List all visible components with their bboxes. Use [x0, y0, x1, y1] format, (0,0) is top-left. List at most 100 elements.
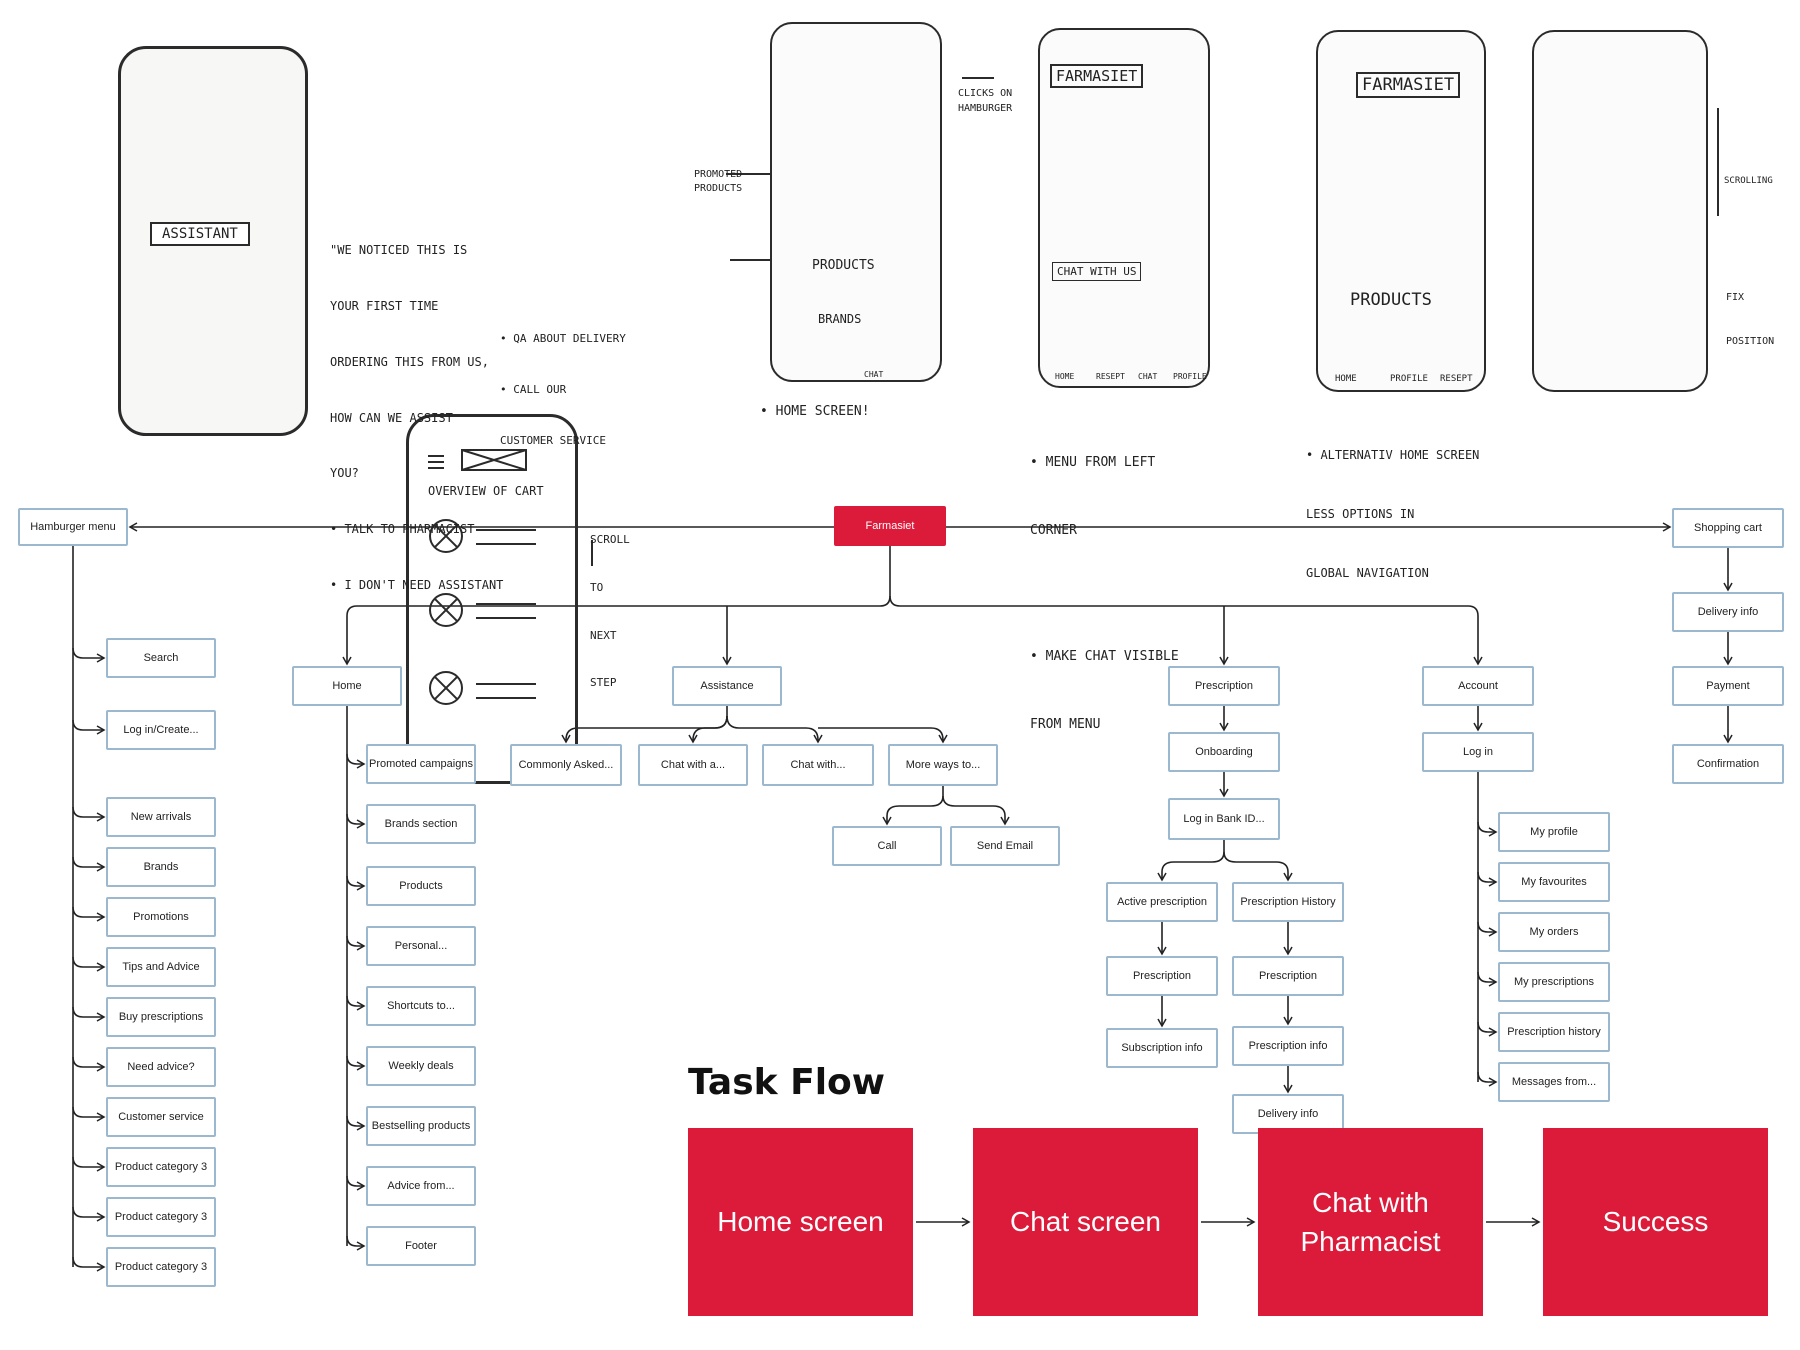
hamburger-item[interactable]: Product category 3 [106, 1197, 216, 1237]
active-prescription-item[interactable]: Subscription info [1106, 1028, 1218, 1068]
connector-assist-faq [561, 706, 728, 744]
connector-home-branch [346, 875, 366, 891]
root-node[interactable]: Farmasiet [834, 506, 946, 546]
account-item[interactable]: Messages from... [1498, 1062, 1610, 1102]
account-item[interactable]: My profile [1498, 812, 1610, 852]
home-products-label: PRODUCTS [812, 258, 875, 273]
text-line [476, 683, 536, 699]
hamburger-item[interactable]: Need advice? [106, 1047, 216, 1087]
active-prescription-item[interactable]: Active prescription [1106, 882, 1218, 922]
connector-root-account [889, 595, 1483, 666]
connector-home-branch [346, 1115, 366, 1131]
home-item[interactable]: Weekly deals [366, 1046, 476, 1086]
menu-title: FARMASIET [1050, 64, 1144, 88]
alt-nav-home: HOME [1335, 374, 1357, 384]
home-item[interactable]: Promoted campaigns [366, 744, 476, 784]
cart-scroll-note: SCROLL TO NEXT STEP [590, 532, 630, 690]
connector-assist-chat1 [688, 715, 728, 744]
hamburger-item[interactable]: Promotions [106, 897, 216, 937]
task-step-chat-with-pharmacist[interactable]: Chat with Pharmacist [1258, 1128, 1483, 1316]
hamburger-item[interactable]: Log in/Create... [106, 710, 216, 750]
hamburger-item[interactable]: Brands [106, 847, 216, 887]
assistance-node[interactable]: Assistance [672, 666, 782, 706]
connector-home-branch [346, 995, 366, 1011]
home-item[interactable]: Brands section [366, 804, 476, 844]
hamburger-menu-node[interactable]: Hamburger menu [18, 508, 128, 546]
menu-nav-profile: PROFILE [1173, 372, 1207, 381]
assistance-item[interactable]: Commonly Asked... [510, 744, 622, 786]
prescription-history-item[interactable]: Prescription History [1232, 882, 1344, 922]
shopping-cart-node[interactable]: Shopping cart [1672, 508, 1784, 548]
connector-hamburger-branch [72, 906, 106, 922]
menu-nav-resept: RESEPT [1096, 372, 1125, 381]
cart-title: OVERVIEW OF CART [428, 484, 544, 498]
hamburger-item[interactable]: Buy prescriptions [106, 997, 216, 1037]
connector-home-branch [346, 1055, 366, 1071]
connector-root-home [342, 546, 891, 666]
connector-assist-more [818, 727, 948, 744]
home-node[interactable]: Home [292, 666, 402, 706]
task-step-home-screen[interactable]: Home screen [688, 1128, 913, 1316]
connector-hamburger-branch [72, 1206, 106, 1222]
menu-caption: • MENU FROM LEFT CORNER • MAKE CHAT VISI… [1030, 454, 1179, 732]
connector-assist-chat2 [726, 715, 823, 744]
account-login-node[interactable]: Log in [1422, 732, 1534, 772]
home-caption: • HOME SCREEN! [760, 404, 870, 419]
prescription-history-item[interactable]: Prescription info [1232, 1026, 1344, 1066]
assistant-label: ASSISTANT [150, 222, 250, 246]
connector-rx-active [1157, 840, 1225, 882]
account-item[interactable]: My prescriptions [1498, 962, 1610, 1002]
image-placeholder-icon [429, 519, 464, 553]
logo-placeholder-icon [461, 449, 527, 471]
hamburger-item[interactable]: Search [106, 638, 216, 678]
image-placeholder-icon [429, 671, 464, 705]
assistance-item[interactable]: Chat with a... [638, 744, 748, 786]
cart-item[interactable]: Delivery info [1672, 592, 1784, 632]
hamburger-item[interactable]: Tips and Advice [106, 947, 216, 987]
connector-hamburger-branch [72, 1006, 106, 1022]
active-prescription-item[interactable]: Prescription [1106, 956, 1218, 996]
home-item[interactable]: Personal... [366, 926, 476, 966]
assistance-item[interactable]: Chat with... [762, 744, 874, 786]
connector-hamburger-branch [72, 1106, 106, 1122]
menu-nav-chat: CHAT [1138, 372, 1158, 381]
account-item[interactable]: My favourites [1498, 862, 1610, 902]
hamburger-item[interactable]: New arrivals [106, 797, 216, 837]
text-line [476, 529, 536, 545]
connector-account-branch [1477, 1021, 1498, 1037]
connector-home-branch [346, 813, 366, 829]
hamburger-item[interactable]: Product category 3 [106, 1247, 216, 1287]
cart-item[interactable]: Confirmation [1672, 744, 1784, 784]
promoted-products-note: PROMOTED PRODUCTS [694, 169, 743, 194]
hamburger-icon [428, 455, 444, 469]
scroll-note: SCROLLING [1724, 176, 1773, 186]
prescription-history-item[interactable]: Prescription [1232, 956, 1344, 996]
hamburger-item[interactable]: Product category 3 [106, 1147, 216, 1187]
task-step-success[interactable]: Success [1543, 1128, 1768, 1316]
more-ways-item[interactable]: Call [832, 826, 942, 866]
account-item[interactable]: My orders [1498, 912, 1610, 952]
home-item[interactable]: Products [366, 866, 476, 906]
home-item[interactable]: Footer [366, 1226, 476, 1266]
assistance-item[interactable]: More ways to... [888, 744, 998, 786]
connector-hamburger-branch [72, 806, 106, 822]
account-item[interactable]: Prescription history [1498, 1012, 1610, 1052]
hamburger-item[interactable]: Customer service [106, 1097, 216, 1137]
cart-item[interactable]: Payment [1672, 666, 1784, 706]
account-node[interactable]: Account [1422, 666, 1534, 706]
menu-nav-home: HOME [1055, 372, 1075, 381]
home-sketch-phone [770, 22, 942, 382]
connector-home-branch [346, 753, 366, 769]
home-item[interactable]: Bestselling products [366, 1106, 476, 1146]
more-ways-item[interactable]: Send Email [950, 826, 1060, 866]
prescription-chain-item[interactable]: Onboarding [1168, 732, 1280, 772]
prescription-chain-item[interactable]: Log in Bank ID... [1168, 798, 1280, 840]
prescription-node[interactable]: Prescription [1168, 666, 1280, 706]
alt-nav-profile: PROFILE [1390, 374, 1428, 384]
connector-account-branch [1477, 1071, 1498, 1087]
task-step-chat-screen[interactable]: Chat screen [973, 1128, 1198, 1316]
home-item[interactable]: Advice from... [366, 1166, 476, 1206]
connector-hamburger-branch [72, 719, 106, 735]
connector-more-email [942, 795, 1010, 826]
home-item[interactable]: Shortcuts to... [366, 986, 476, 1026]
